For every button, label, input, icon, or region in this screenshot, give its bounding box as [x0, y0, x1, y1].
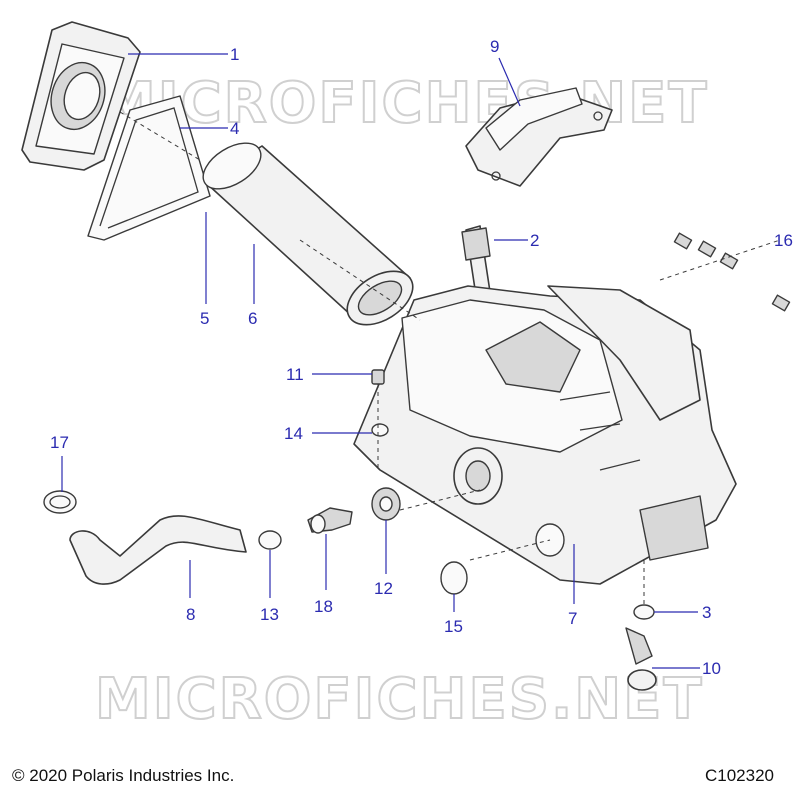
- part-3-o-ring: [633, 604, 655, 620]
- callout-2: 2: [530, 231, 539, 250]
- callout-18: 18: [314, 597, 333, 616]
- part-7-airbox: [353, 285, 737, 585]
- assembly-lines: [119, 111, 781, 606]
- part-12-grommet: [371, 487, 401, 521]
- callout-17: 17: [50, 433, 69, 452]
- callout-6: 6: [248, 309, 257, 328]
- callout-10: 10: [702, 659, 721, 678]
- callout-numbers: 1 2 3 4 5 6 7 8 9 10 11 12 13 14 15 16 1…: [50, 37, 793, 678]
- callout-9: 9: [490, 37, 499, 56]
- callout-13: 13: [260, 605, 279, 624]
- part-17-clamp: [43, 490, 77, 514]
- watermark-bottom: MICROFICHES.NET: [95, 667, 704, 732]
- part-1-inlet-cover: [21, 21, 141, 171]
- callout-1: 1: [230, 45, 239, 64]
- callout-5: 5: [200, 309, 209, 328]
- callout-3: 3: [702, 603, 711, 622]
- callout-7: 7: [568, 609, 577, 628]
- callout-15: 15: [444, 617, 463, 636]
- watermark-top: MICROFICHES.NET: [100, 71, 709, 136]
- part-16-bolts: [673, 232, 791, 312]
- part-18-sensor: [307, 507, 353, 534]
- callout-12: 12: [374, 579, 393, 598]
- callout-8: 8: [186, 605, 195, 624]
- callout-16: 16: [774, 231, 793, 250]
- part-11-bolt: [371, 369, 385, 385]
- part-13-clamp: [258, 530, 282, 550]
- part-10-drain-valve: [625, 627, 657, 691]
- copyright-text: © 2020 Polaris Industries Inc.: [12, 766, 235, 785]
- part-15-plug: [440, 561, 468, 595]
- callout-14: 14: [284, 424, 303, 443]
- part-4-gasket: [87, 95, 211, 241]
- leader-lines: [61, 53, 700, 669]
- part-9-bracket: [465, 87, 613, 187]
- part-6-air-filter: [202, 142, 414, 326]
- callout-4: 4: [230, 119, 239, 138]
- part-8-hose: [69, 515, 247, 585]
- callout-11: 11: [286, 365, 304, 384]
- figure-code: C102320: [704, 766, 774, 785]
- part-14-washer: [371, 423, 389, 437]
